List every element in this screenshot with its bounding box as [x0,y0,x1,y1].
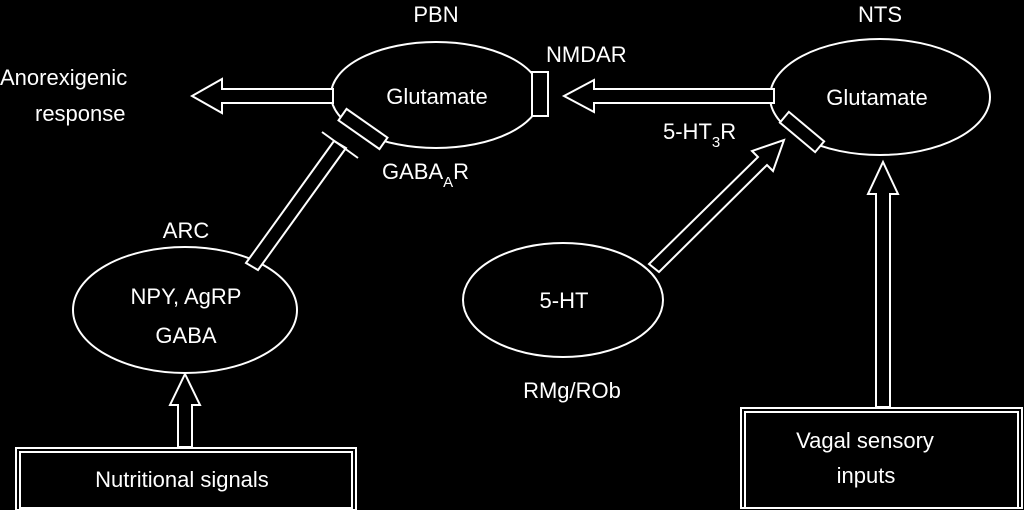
nutritional-to-arc-arrow [168,371,202,448]
nutritional-signals-box-inner [19,451,353,509]
vagal-to-nts-arrow [866,159,900,408]
raphe-neurotransmitter: 5-HT [540,288,589,313]
anorexigenic-label-line2: response [35,101,126,126]
arc-neuropeptides: NPY, AgRP [131,284,242,309]
arc-label: ARC [163,218,210,243]
vagal-inputs-label-line1: Vagal sensory [796,428,934,453]
pbn-output-arrow [189,77,334,115]
ht3-receptor [778,110,826,154]
nts-neurotransmitter: Glutamate [826,85,928,110]
ht3-label: 5-HT3R [663,119,736,151]
pbn-neurotransmitter: Glutamate [386,84,488,109]
nts-label: NTS [858,2,902,27]
pbn-label: PBN [413,2,458,27]
raphe-label: RMg/ROb [523,378,621,403]
ht3-label-sub: 3 [712,134,720,151]
raphe-node [462,242,664,358]
gabaa-label-sub: A [443,174,453,191]
vagal-inputs-box-outer [740,407,1023,509]
nmdar-label: NMDAR [546,42,627,67]
ht3-label-base: 5-HT [663,119,712,144]
nutritional-signals-label: Nutritional signals [95,467,269,492]
vagal-inputs-box-inner [744,411,1019,509]
ht3-label-suffix: R [720,119,736,144]
arc-gaba: GABA [155,323,216,348]
anorexigenic-label-line1: Anorexigenic [0,65,127,90]
gabaa-label-suffix: R [453,159,469,184]
gabaa-label: GABAAR [382,159,469,191]
serotonin-to-nts-arrow [647,138,786,274]
vagal-inputs-label-line2: inputs [837,463,896,488]
gabaa-label-base: GABA [382,159,443,184]
nts-to-pbn-arrow [561,78,775,114]
arc-node [72,246,298,374]
nmdar-receptor [531,71,549,117]
arc-to-pbn-inhibitory-projection [244,139,348,272]
gabaa-receptor [337,107,389,151]
arc-inhibitory-bar [321,131,359,159]
